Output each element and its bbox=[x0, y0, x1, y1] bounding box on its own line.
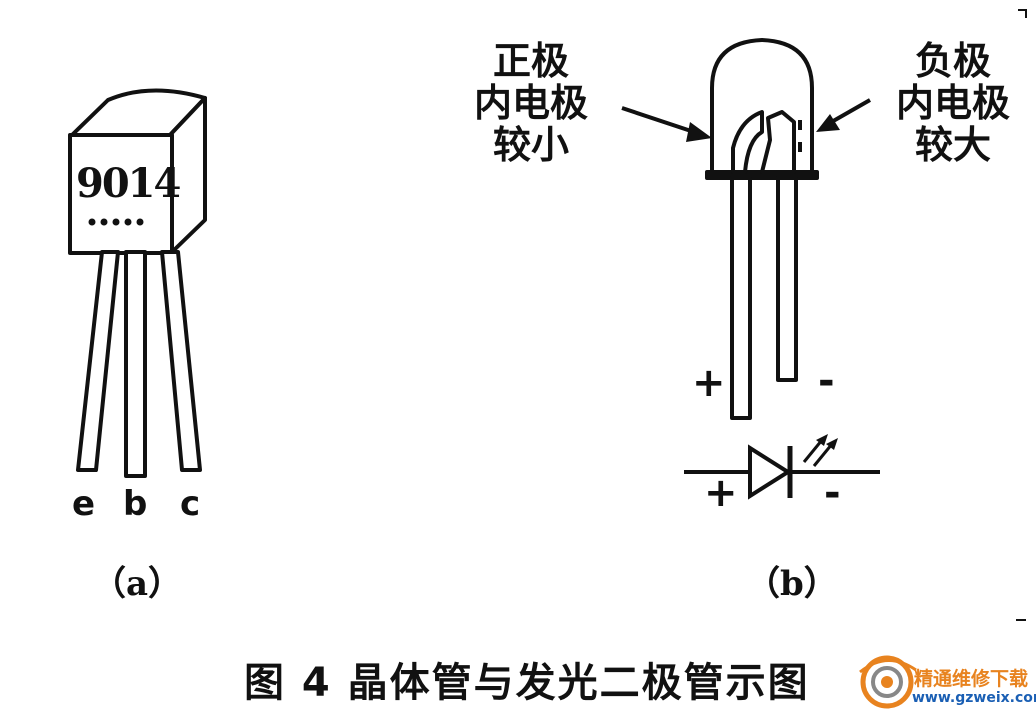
transistor-drawing bbox=[68, 88, 207, 478]
left-label-line-1: 正极 bbox=[493, 39, 570, 83]
left-label-line-3: 较小 bbox=[493, 123, 570, 167]
pin-label-e: e bbox=[72, 484, 96, 524]
transistor-dots bbox=[88, 218, 144, 226]
pin-label-c: c bbox=[180, 484, 201, 524]
right-label-line-2: 内电极 bbox=[896, 81, 1011, 125]
right-label-line-1: 负极 bbox=[915, 39, 992, 83]
watermark-name: 精通维修下载 bbox=[914, 668, 1029, 690]
led-anode-inner bbox=[731, 110, 764, 174]
right-label-line-3: 较大 bbox=[915, 123, 992, 167]
left-label-line-2: 内电极 bbox=[474, 81, 589, 125]
transistor-leg-e bbox=[76, 250, 120, 472]
left-arrow-shaft bbox=[621, 106, 701, 136]
led-right-label: 负极 内电极 较大 bbox=[896, 40, 1010, 166]
right-arrow-head bbox=[816, 114, 840, 132]
left-arrow-head bbox=[686, 122, 712, 142]
led-body bbox=[710, 38, 814, 174]
led-drawing bbox=[705, 38, 819, 420]
led-symbol bbox=[684, 434, 880, 500]
transistor-leg-b bbox=[124, 250, 147, 478]
symbol-plus-sign: + bbox=[704, 470, 738, 516]
watermark-logo bbox=[859, 655, 917, 709]
lead-minus-sign: - bbox=[818, 358, 835, 404]
transistor-leg-c bbox=[160, 250, 202, 472]
transistor-front-face bbox=[68, 133, 174, 255]
caption-b: （b） bbox=[746, 564, 838, 604]
led-left-label: 正极 内电极 较小 bbox=[474, 40, 588, 166]
led-cathode-inner bbox=[760, 110, 796, 174]
transistor-marking: 9014 bbox=[76, 160, 181, 207]
watermark-url: www.gzweix.com bbox=[912, 690, 1036, 706]
led-symbol-triangle bbox=[748, 444, 792, 500]
figure-title: 图 4 晶体管与发光二极管示图 bbox=[244, 660, 810, 706]
pin-label-b: b bbox=[123, 484, 148, 524]
led-long-lead bbox=[730, 176, 752, 420]
right-arrow-shaft bbox=[827, 98, 871, 126]
caption-a: （a） bbox=[92, 564, 183, 604]
lead-plus-sign: + bbox=[692, 360, 726, 406]
corner-marks bbox=[1016, 9, 1027, 621]
symbol-minus-sign: - bbox=[824, 470, 841, 516]
led-arrows bbox=[621, 98, 871, 142]
led-short-lead bbox=[776, 176, 798, 382]
